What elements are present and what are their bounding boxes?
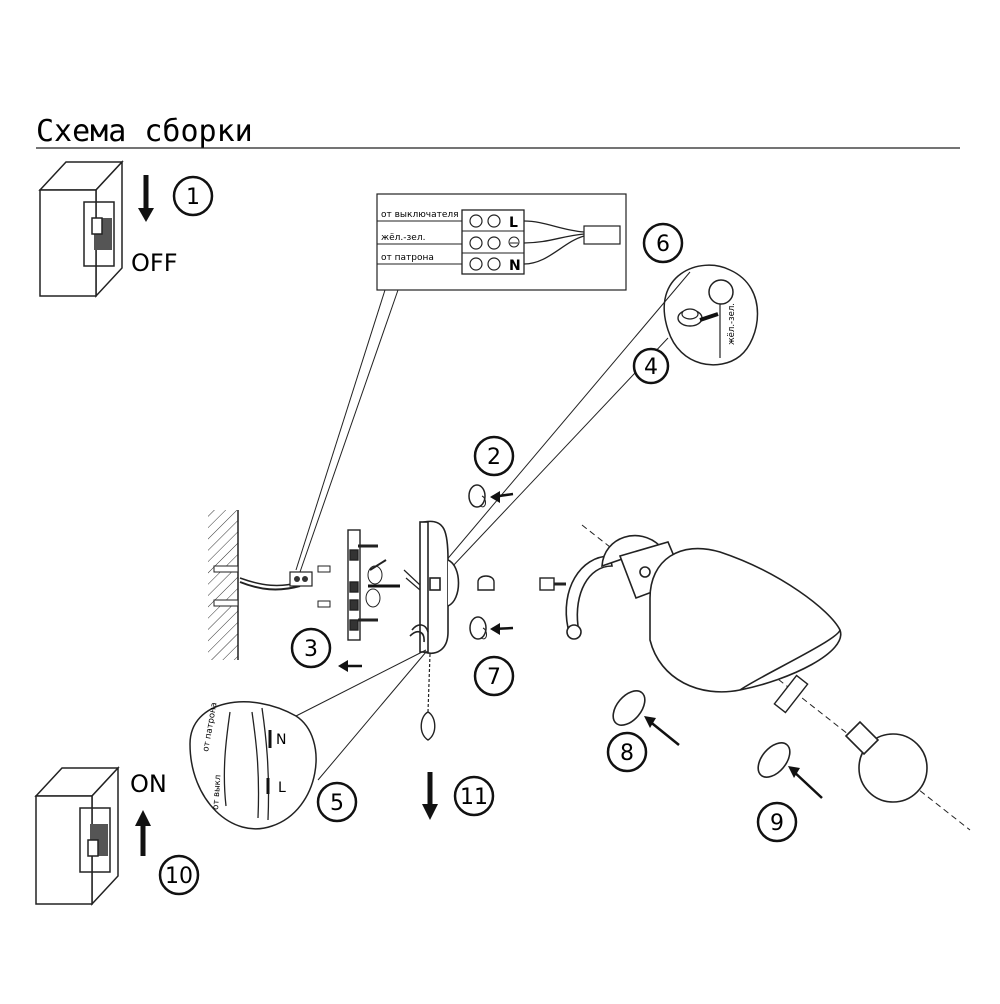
lamp-shade: [649, 547, 842, 693]
step-5-number: 5: [330, 791, 344, 816]
step-11-number: 11: [460, 785, 488, 810]
step-5-badge: [316, 781, 358, 823]
step-4-number: 4: [644, 355, 658, 380]
step-9-number: 9: [770, 811, 784, 836]
ground-wire-label: жёл.-зел.: [727, 303, 737, 345]
screw-cap-top: [468, 484, 514, 508]
step-3-number: 3: [304, 637, 318, 662]
finial-nut: [477, 575, 495, 591]
ring-nut-8: [612, 690, 680, 746]
wall-terminal: [289, 571, 313, 587]
step-4-badge: [632, 347, 670, 385]
detail5-n-label: N: [276, 732, 286, 748]
screw-cap-bottom: [469, 616, 514, 640]
detail5-switch-label: от выкл: [211, 774, 223, 810]
detail5-l-label: L: [278, 780, 286, 796]
nut-detail: [365, 559, 387, 608]
cable-sheath: [583, 225, 621, 245]
switch-on-icon: [34, 766, 120, 906]
step-1-badge: [172, 175, 214, 217]
ground-detail: жёл.-зел.: [427, 264, 759, 587]
wire-label-yellow-green: жёл.-зел.: [381, 233, 425, 243]
threaded-nipple: [539, 577, 555, 591]
step-6-number: 6: [656, 232, 670, 257]
on-label: ON: [130, 770, 167, 798]
mounting-plate: [347, 529, 361, 641]
terminal-l-label: L: [509, 215, 518, 231]
switch-off-icon: [38, 160, 124, 298]
step-2-badge: [473, 435, 515, 477]
step-8-number: 8: [620, 741, 634, 766]
off-label: OFF: [131, 249, 178, 277]
ground-icon: [508, 236, 520, 248]
step-1-number: 1: [186, 185, 200, 210]
step-8-badge: [606, 731, 648, 773]
wire-label-socket: от патрона: [381, 253, 434, 263]
ring-nut-9: [757, 742, 823, 799]
wiring-box: от выключателя жёл.-зел. от патрона L N: [376, 193, 627, 291]
step-11-badge: [453, 775, 495, 817]
step-7-number: 7: [487, 665, 501, 690]
lamp-arm: [565, 555, 613, 640]
down-arrow-head: [138, 208, 154, 222]
step-9-badge: [756, 801, 798, 843]
step-10-badge: [158, 854, 200, 896]
dowel-bottom: [317, 600, 331, 608]
dowel-top: [317, 565, 331, 573]
step-7-badge: [473, 655, 515, 697]
terminal-n-label: N: [509, 258, 521, 274]
step-10-number: 10: [165, 864, 193, 889]
step-3-badge: [290, 627, 332, 669]
step-2-number: 2: [487, 445, 501, 470]
lamp-base: [403, 520, 460, 654]
wall: [208, 510, 239, 660]
shade-ring: [773, 674, 809, 714]
wire-label-switch: от выключателя: [381, 210, 459, 220]
connection-detail: от патрона от выкл N L: [189, 649, 427, 830]
step-6-badge: [642, 222, 684, 264]
pull-chain: [420, 653, 436, 741]
page-title: Схема сборки: [36, 114, 253, 149]
light-bulb: [844, 720, 928, 803]
